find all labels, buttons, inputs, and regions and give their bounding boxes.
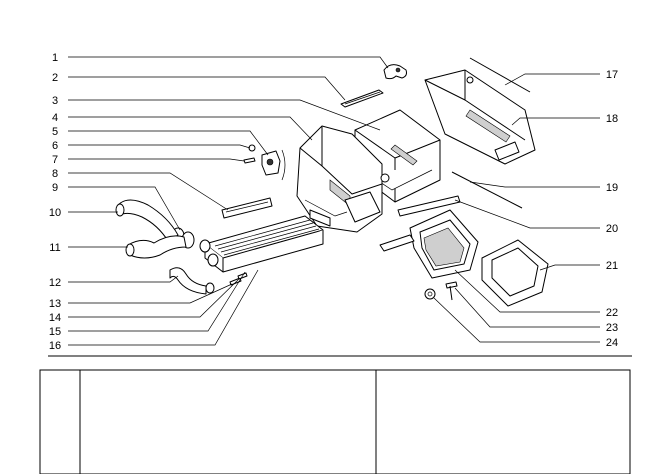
callout-7: 7: [52, 154, 58, 166]
callout-17: 17: [606, 69, 618, 81]
callout-19: 19: [606, 182, 618, 194]
callout-4: 4: [52, 112, 58, 124]
callout-20: 20: [606, 223, 618, 235]
callout-12: 12: [49, 277, 61, 289]
callout-14: 14: [49, 312, 61, 324]
part-rod-lower: [451, 171, 523, 209]
part-lower-hose: [125, 235, 187, 259]
callout-11: 11: [49, 242, 60, 254]
part-upper-hose: [115, 199, 179, 242]
bottom-table-frame: [39, 355, 632, 474]
leader-lines: [68, 56, 600, 346]
part-bent-pipe: [169, 267, 215, 295]
part-bracket-strip: [340, 89, 384, 108]
callout-1: 1: [52, 52, 58, 64]
callout-8: 8: [52, 168, 58, 180]
part-upper-duct: [424, 69, 536, 165]
callout-3: 3: [52, 95, 58, 107]
callout-16: 16: [49, 340, 61, 352]
part-rod-upper: [469, 57, 531, 93]
part-heater-core: [199, 215, 324, 273]
part-clip: [383, 64, 407, 80]
callout-2: 2: [52, 72, 58, 84]
callout-18: 18: [606, 113, 618, 125]
callout-15: 15: [49, 326, 61, 338]
callout-23: 23: [606, 322, 618, 334]
callout-24: 24: [606, 337, 618, 349]
part-bolt: [445, 281, 458, 301]
part-flap-lever: [261, 149, 286, 181]
part-filter-frame: [379, 209, 479, 279]
callout-10: 10: [49, 207, 61, 219]
part-main-housing: [296, 125, 390, 233]
callout-21: 21: [606, 260, 618, 272]
callout-6: 6: [52, 140, 58, 152]
part-screw-small: [243, 157, 256, 164]
callout-13: 13: [49, 298, 61, 310]
callout-9: 9: [52, 182, 58, 194]
callout-5: 5: [52, 126, 58, 138]
part-seal-strip: [221, 197, 273, 219]
part-nut: [424, 288, 436, 300]
callout-22: 22: [606, 307, 618, 319]
parts-table-border: [39, 369, 631, 474]
part-gasket-frame: [481, 239, 549, 307]
callout-labels: 1 2 3 4 5 6 7 8 9 10 11 12 13 14 15 16 1…: [49, 52, 618, 352]
